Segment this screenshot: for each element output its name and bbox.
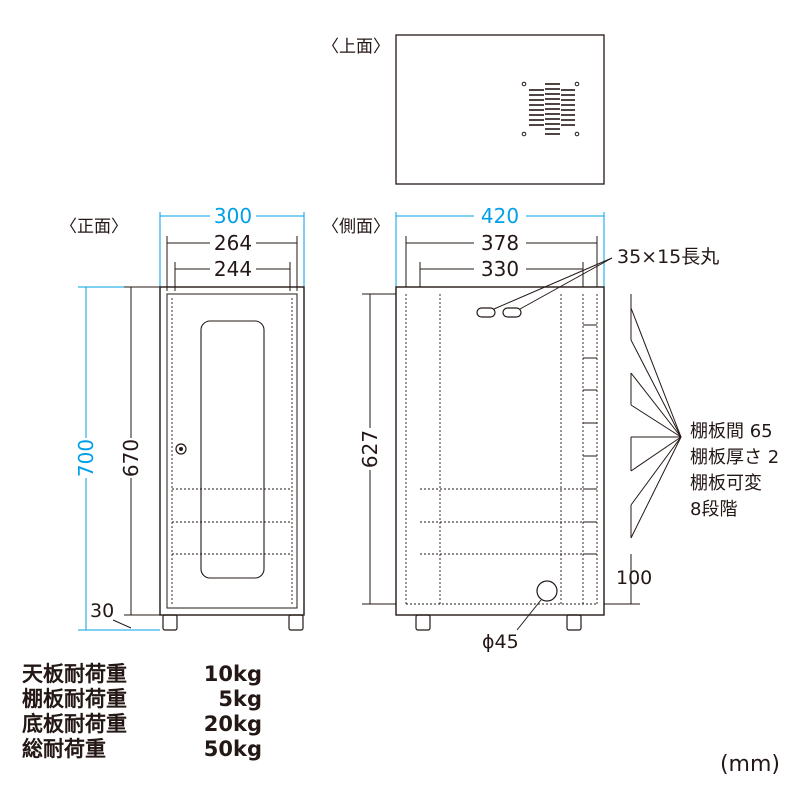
shelf-note-line-2: 棚板厚さ 2 [690, 447, 779, 468]
spec-label: 棚板耐荷重 [22, 687, 127, 711]
side-depth-330 [419, 262, 584, 287]
top-panel [395, 34, 605, 185]
spec-value: 20kg [203, 712, 262, 736]
lock-icon [175, 443, 187, 455]
side-view: 〈側面〉 420 378 330 [322, 204, 779, 653]
side-depth-420 [395, 212, 605, 287]
front-width-264-label: 264 [214, 231, 252, 255]
bottom-gap-100-label: 100 [616, 567, 652, 589]
vent-grille-icon [529, 83, 575, 135]
shelf-pin-ticks [583, 324, 597, 555]
front-height-700 [78, 286, 160, 631]
side-height-627 [362, 293, 396, 605]
front-width-264 [166, 236, 298, 291]
front-view: 〈正面〉 300 264 244 [60, 204, 305, 631]
shelf-leader-lines [604, 294, 682, 605]
side-depth-378-label: 378 [481, 231, 519, 255]
front-width-300: 300 [159, 204, 305, 291]
spec-row-shelf: 棚板耐荷重 5kg [22, 687, 262, 712]
front-feet [162, 614, 304, 631]
spec-value: 5kg [218, 687, 262, 711]
front-width-244 [174, 262, 291, 291]
side-depth-420-label: 420 [481, 204, 519, 228]
load-capacity-table: 天板耐荷重 10kg 棚板耐荷重 5kg 底板耐荷重 20kg 総耐荷重 50k… [22, 662, 262, 762]
front-width-300-label: 300 [214, 204, 252, 228]
side-height-627-label: 627 [358, 430, 382, 468]
side-inner-dashed [405, 294, 598, 605]
cable-hole-leader [516, 599, 542, 631]
shelf-note-line-1: 棚板間 65 [690, 421, 773, 442]
spec-value: 10kg [203, 662, 262, 686]
spec-value: 50kg [203, 737, 262, 761]
spec-label: 天板耐荷重 [22, 662, 127, 686]
front-inner-dashed [171, 298, 293, 604]
shelf-note-line-3: 棚板可変 [690, 473, 762, 494]
front-height-670 [124, 286, 160, 616]
spec-row-top-board: 天板耐荷重 10kg [22, 662, 262, 687]
front-width-244-label: 244 [214, 257, 252, 281]
side-depth-330-label: 330 [481, 257, 519, 281]
front-door [166, 293, 298, 609]
front-leg-leader [112, 619, 132, 629]
side-feet [415, 614, 582, 631]
shelf-note-line-4: 8段階 [690, 499, 737, 520]
front-view-label: 〈正面〉 [60, 217, 128, 237]
front-window [200, 320, 265, 579]
front-cabinet-body [159, 286, 305, 616]
side-view-label: 〈側面〉 [322, 217, 390, 237]
side-depth-378 [405, 236, 598, 287]
screw-hole-icons [521, 81, 580, 137]
unit-label: (mm) [719, 752, 780, 777]
spec-label: 底板耐荷重 [22, 712, 127, 736]
slot-leader-lines [493, 257, 613, 310]
top-view: 〈上面〉 [322, 34, 605, 185]
side-cabinet-body [395, 286, 605, 616]
cable-hole-label: ϕ45 [482, 631, 519, 653]
front-height-700-label: 700 [74, 439, 98, 477]
spec-row-total: 総耐荷重 50kg [22, 737, 262, 762]
front-height-670-label: 670 [119, 439, 143, 477]
front-leg-30-label: 30 [90, 600, 114, 622]
spec-label: 総耐荷重 [22, 737, 106, 761]
spec-row-bottom-board: 底板耐荷重 20kg [22, 712, 262, 737]
slot-holes-icon [476, 307, 522, 318]
top-view-label: 〈上面〉 [322, 37, 390, 57]
cable-hole-icon [536, 580, 558, 602]
slot-label: 35×15長丸 [617, 246, 719, 268]
